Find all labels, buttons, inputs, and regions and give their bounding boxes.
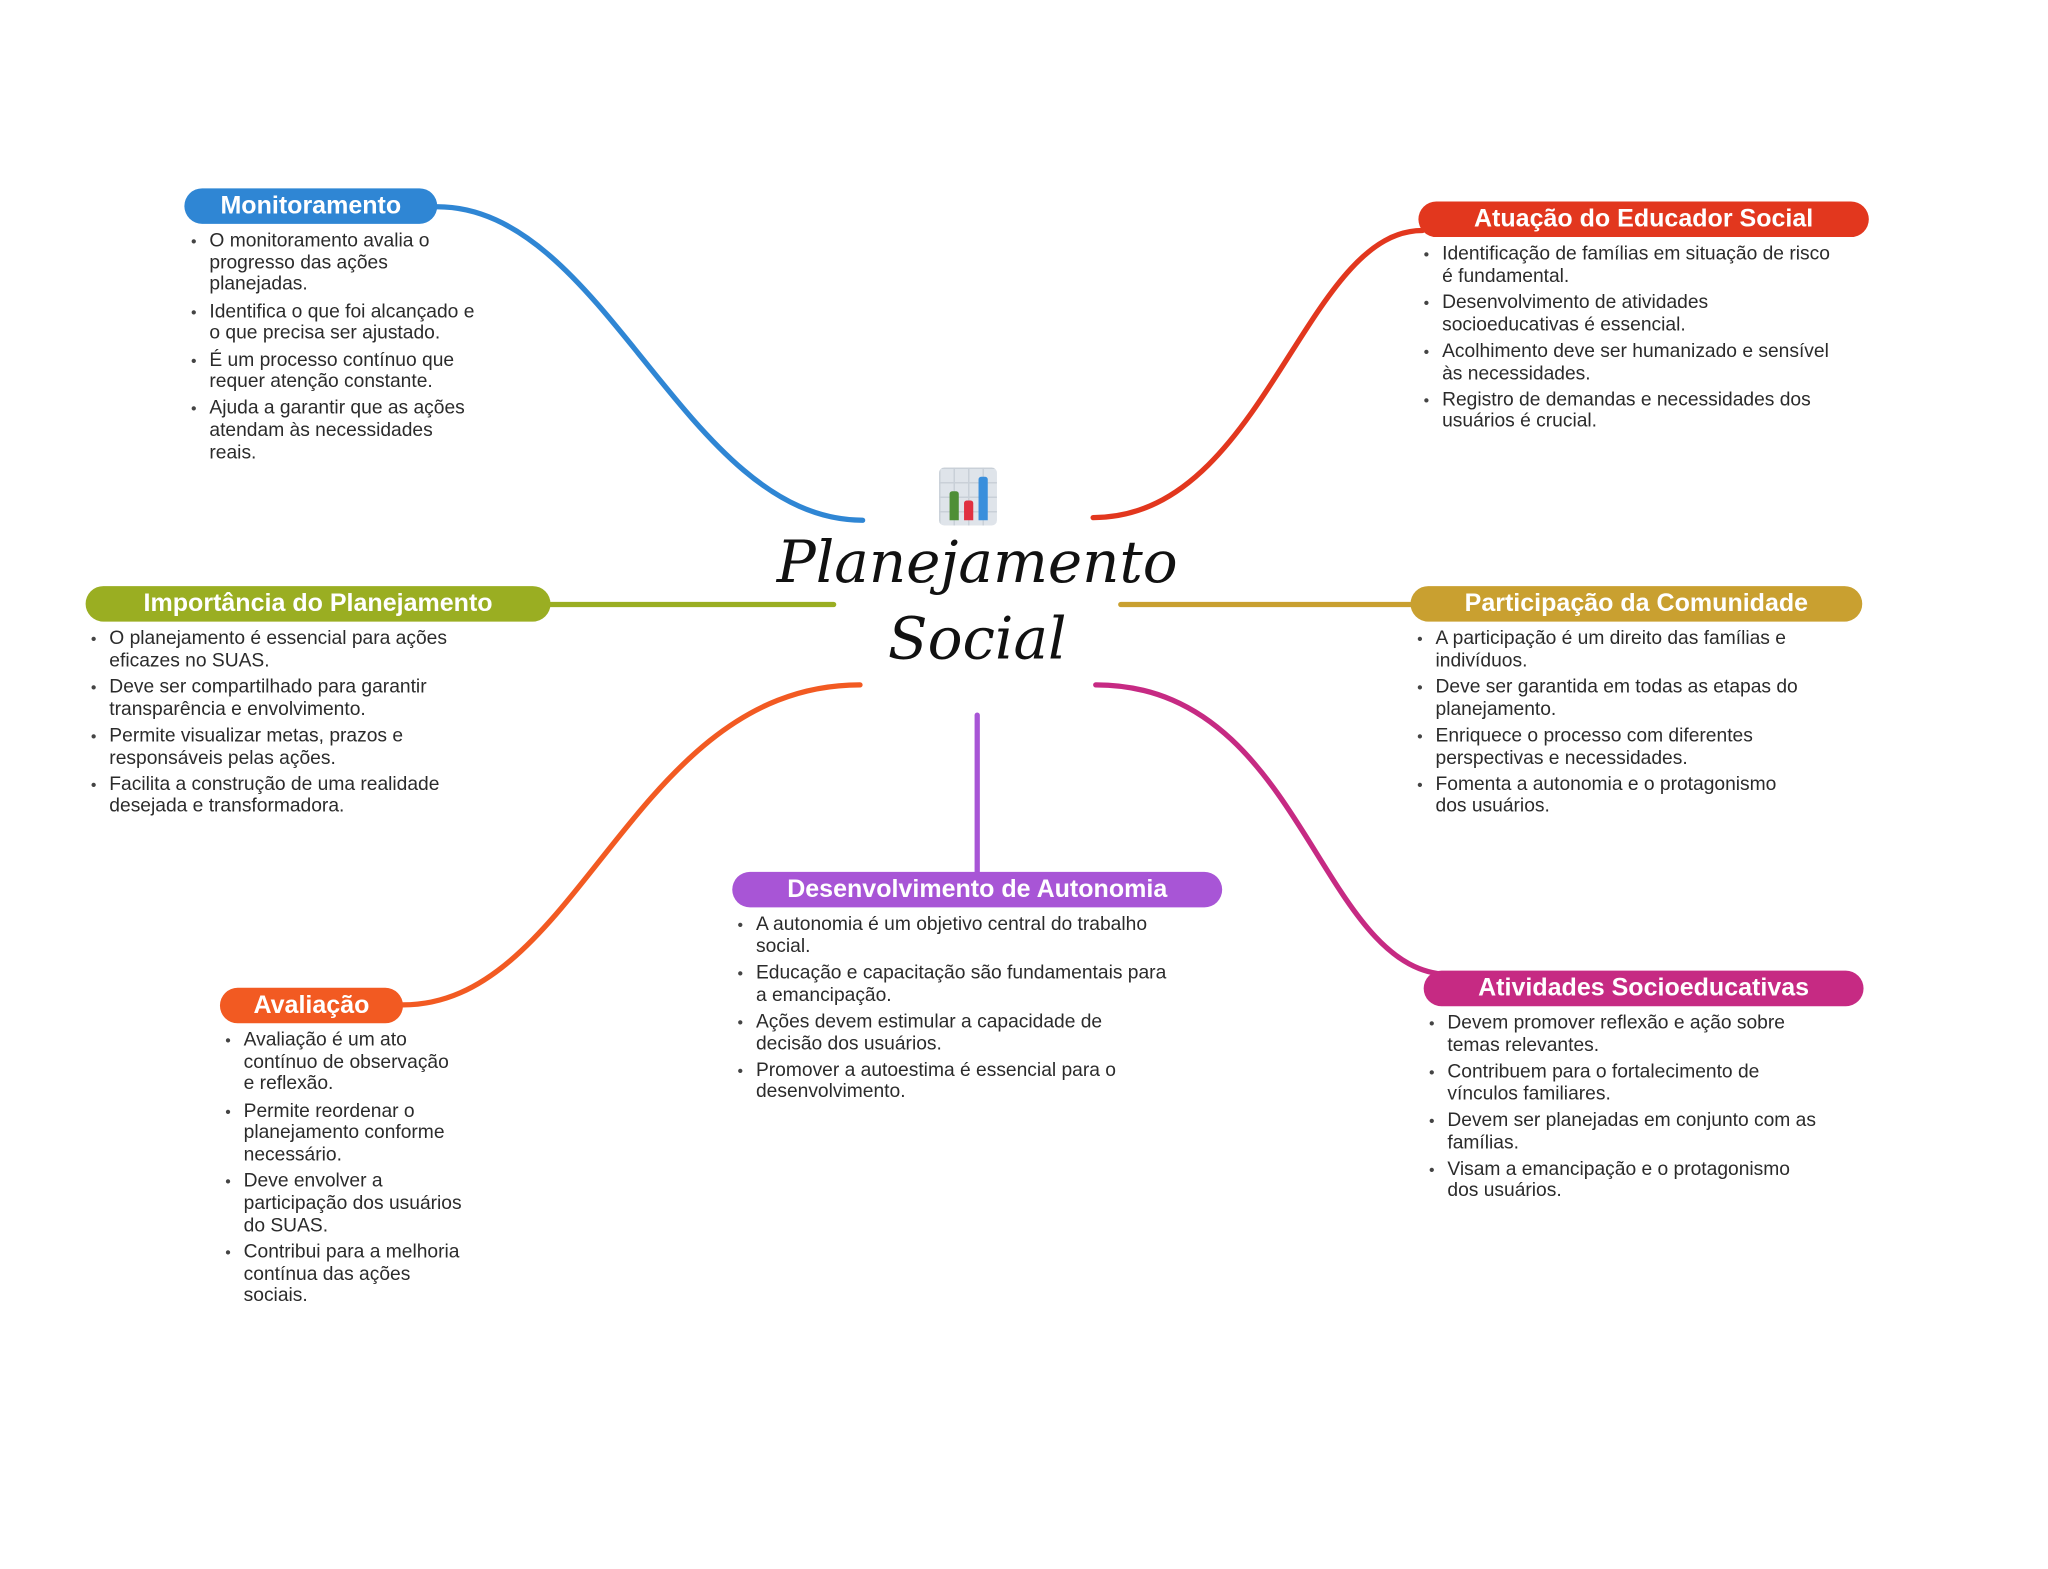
list-item: Devem promover reflexão e ação sobre tem…	[1429, 1013, 1824, 1057]
topic-participacao[interactable]: Participação da Comunidade	[1410, 586, 1863, 622]
list-item: Educação e capacitação são fundamentais …	[738, 963, 1173, 1007]
topic-atividades[interactable]: Atividades Socioeducativas	[1423, 970, 1864, 1007]
list-item: É um processo contínuo que requer atençã…	[191, 350, 481, 394]
list-item: Contribuem para o fortalecimento de vínc…	[1429, 1061, 1824, 1105]
list-item: Permite visualizar metas, prazos e respo…	[91, 725, 499, 769]
connector-atividades	[1093, 682, 1452, 978]
connector-monitoramento	[434, 204, 866, 523]
list-item: A participação é um direito das famílias…	[1417, 628, 1812, 672]
topic-monitoramento[interactable]: Monitoramento	[184, 188, 438, 224]
list-item: Acolhimento deve ser humanizado e sensív…	[1424, 341, 1832, 385]
list-item: Avaliação é um ato contínuo de observaçã…	[225, 1030, 462, 1096]
topic-importancia[interactable]: Importância do Planejamento	[85, 586, 551, 622]
list-item: Visam a emancipação e o protagonismo dos…	[1429, 1159, 1824, 1203]
list-item: Deve ser compartilhado para garantir tra…	[91, 677, 499, 721]
bar-chart-icon	[939, 467, 997, 526]
list-item: O planejamento é essencial para ações ef…	[91, 628, 499, 672]
list-item: Devem ser planejadas em conjunto com as …	[1429, 1110, 1824, 1154]
atuacao-list: Identificação de famílias em situação de…	[1424, 244, 1832, 438]
list-item: Contribui para a melhoria contínua das a…	[225, 1242, 462, 1308]
connector-atuacao	[1090, 227, 1425, 521]
list-item: O monitoramento avalia o progresso das a…	[191, 230, 481, 296]
avaliacao-list: Avaliação é um ato contínuo de observaçã…	[225, 1030, 462, 1312]
list-item: Enriquece o processo com diferentes pers…	[1417, 725, 1812, 769]
list-item: Desenvolvimento de atividades socioeduca…	[1424, 292, 1832, 336]
monitoramento-list: O monitoramento avalia o progresso das a…	[191, 230, 481, 468]
list-item: Identifica o que foi alcançado e o que p…	[191, 301, 481, 345]
topic-atuacao[interactable]: Atuação do Educador Social	[1418, 201, 1869, 238]
list-item: Deve envolver a participação dos usuário…	[225, 1171, 462, 1237]
central-title-line2: Social	[887, 605, 1067, 673]
autonomia-list: A autonomia é um objetivo central do tra…	[738, 914, 1173, 1108]
participacao-list: A participação é um direito das famílias…	[1417, 628, 1812, 822]
list-item: Identificação de famílias em situação de…	[1424, 244, 1832, 288]
list-item: Ajuda a garantir que as ações atendam às…	[191, 398, 481, 464]
atividades-list: Devem promover reflexão e ação sobre tem…	[1429, 1013, 1824, 1207]
list-item: Ações devem estimular a capacidade de de…	[738, 1011, 1173, 1055]
connector-avaliacao	[400, 682, 863, 1008]
importancia-list: O planejamento é essencial para ações ef…	[91, 628, 499, 822]
list-item: A autonomia é um objetivo central do tra…	[738, 914, 1173, 958]
topic-autonomia[interactable]: Desenvolvimento de Autonomia	[732, 871, 1223, 908]
list-item: Facilita a construção de uma realidade d…	[91, 774, 499, 818]
list-item: Promover a autoestima é essencial para o…	[738, 1060, 1173, 1104]
list-item: Registro de demandas e necessidades dos …	[1424, 389, 1832, 433]
list-item: Fomenta a autonomia e o protagonismo dos…	[1417, 774, 1812, 818]
list-item: Deve ser garantida em todas as etapas do…	[1417, 677, 1812, 721]
topic-avaliacao[interactable]: Avaliação	[219, 987, 404, 1024]
central-title-line1: Planejamento	[776, 529, 1178, 597]
list-item: Permite reordenar o planejamento conform…	[225, 1100, 462, 1166]
